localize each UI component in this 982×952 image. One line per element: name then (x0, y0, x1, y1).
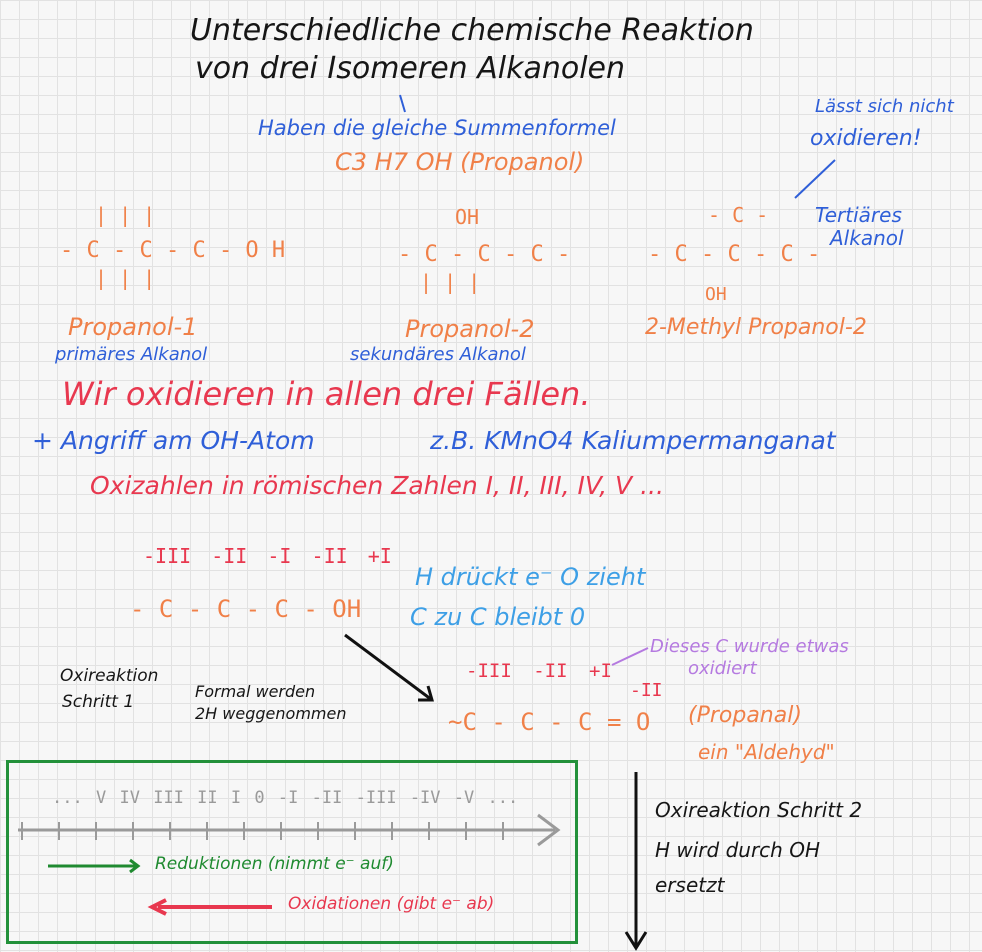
title-line-2: von drei Isomeren Alkanolen (195, 51, 626, 86)
step2-line-3: ersetzt (655, 873, 725, 897)
tick-label: -V (453, 788, 475, 808)
formula-note: Haben die gleiche Summenformel (258, 116, 616, 140)
tertiary-note-2: oxidieren! (810, 126, 922, 151)
ox-label: -I (267, 544, 292, 568)
tick-label: ... (487, 788, 519, 808)
reduction-label: Reduktionen (nimmt e⁻ auf) (155, 854, 394, 874)
ox-label: +I (589, 660, 612, 682)
product-class: ein "Aldehyd" (698, 740, 835, 764)
mol1-structure: - C - C - C - O H (60, 238, 286, 263)
ox-label: -II (311, 544, 348, 568)
tick-label: V (95, 788, 107, 808)
tick-label: I (230, 788, 242, 808)
attack-note: + Angriff am OH-Atom (32, 426, 315, 455)
formal-note-1: Formal werden (195, 682, 316, 701)
tick-label: 0 (254, 788, 265, 808)
oxidation-numbers-note: Oxizahlen in römischen Zahlen I, II, III… (90, 471, 664, 500)
tick-label: IV (119, 788, 140, 808)
mol2-top: OH (455, 205, 480, 229)
mol1-name: Propanol-1 (68, 313, 198, 341)
tick-label: III (153, 788, 184, 808)
mol1-type: primäres Alkanol (55, 344, 208, 365)
tick-label: -II (311, 788, 343, 808)
step2-line-2: H wird durch OH (655, 838, 820, 862)
reagent-note: z.B. KMnO4 Kaliumpermanganat (430, 426, 836, 455)
step1-label-1: Oxireaktion (60, 666, 159, 686)
formula: C3 H7 OH (Propanol) (335, 148, 585, 176)
tick-label: ... (52, 788, 83, 808)
step1-structure: - C - C - C - OH (130, 595, 362, 623)
mol2-structure: - C - C - C - (398, 242, 571, 267)
ox-label: -III (143, 544, 192, 568)
ox-label: -II (211, 544, 248, 568)
mol2-name: Propanol-2 (405, 315, 535, 343)
step2-line-1: Oxireaktion Schritt 2 (655, 798, 863, 822)
tick-label: -I (277, 788, 299, 808)
mol2-type: sekundäres Alkanol (350, 344, 526, 365)
mol3-structure: - C - C - C - (648, 242, 821, 267)
tick-label: -IV (409, 788, 441, 808)
formal-note-2: 2H weggenommen (195, 704, 347, 723)
ox-label: -III (466, 660, 512, 682)
ox-label: -II (630, 680, 663, 701)
ox-label: +I (367, 544, 392, 568)
oxidation-label: Oxidationen (gibt e⁻ ab) (288, 894, 495, 914)
tick-label: -III (355, 788, 397, 808)
statement: Wir oxidieren in allen drei Fällen. (62, 375, 591, 413)
mol1-bot: | | | (95, 266, 156, 290)
product-structure: ~C - C - C = O (448, 708, 651, 736)
product-name: (Propanal) (688, 703, 802, 728)
mol3-bot: OH (705, 284, 727, 305)
mol3-name: 2-Methyl Propanol-2 (645, 315, 867, 340)
mol3-type-2: Alkanol (830, 226, 904, 250)
oxidation-scale-box (6, 760, 578, 944)
product-note-1: Dieses C wurde etwas (650, 636, 849, 657)
product-note-2: oxidiert (688, 658, 757, 679)
ox-label: -II (533, 660, 568, 682)
mol2-bot: | | | (420, 270, 481, 294)
title-line-1: Unterschiedliche chemische Reaktion (190, 13, 754, 48)
step1-label-2: Schritt 1 (62, 692, 135, 712)
mol3-top: - C - (708, 203, 769, 227)
scale-ticks: ... V IV III II I 0 -I -II -III -IV -V .… (52, 790, 518, 807)
mol3-type-1: Tertiäres (815, 203, 902, 227)
electron-note-2: C zu C bleibt 0 (410, 603, 586, 631)
tick-label: II (197, 788, 218, 808)
electron-note-1: H drückt e⁻ O zieht (415, 563, 646, 591)
mol1-top: | | | (95, 203, 156, 227)
tertiary-note-1: Lässt sich nicht (815, 96, 954, 117)
